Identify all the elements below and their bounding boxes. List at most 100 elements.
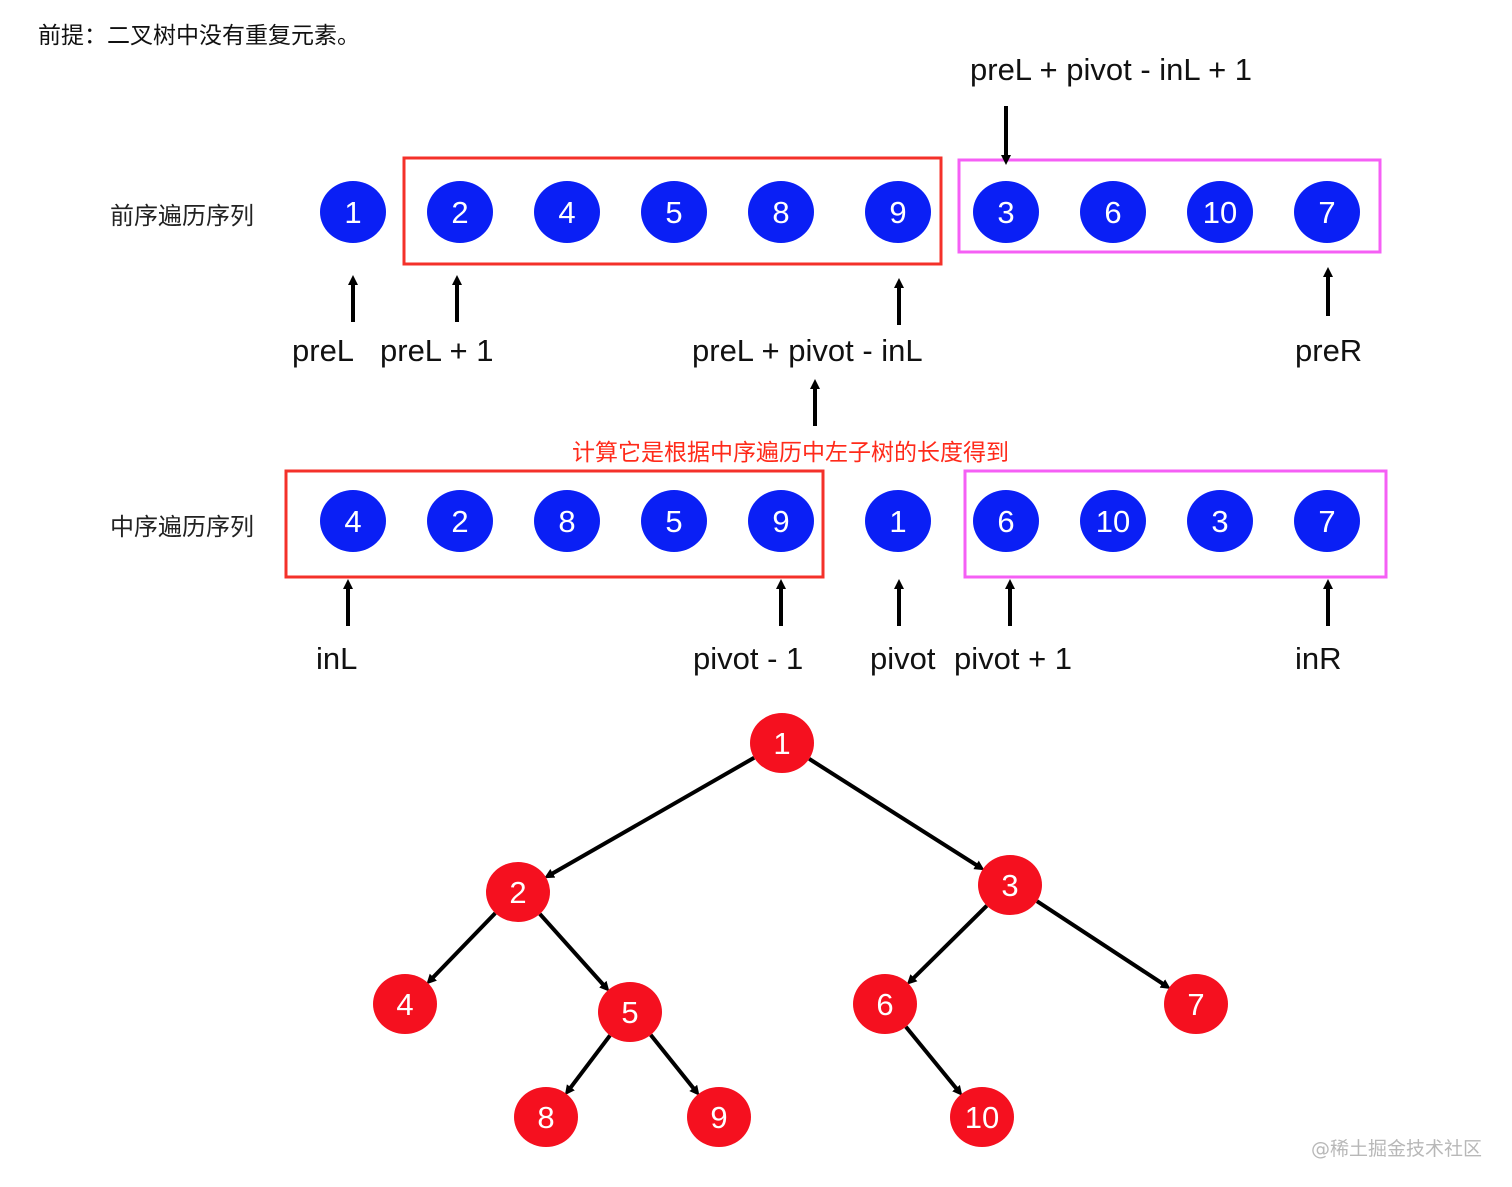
tree-node-5: 5 [598, 982, 662, 1042]
preorder-node-left: 8 [748, 181, 814, 243]
node-value: 8 [558, 504, 575, 539]
inorder-right-subtree-box [963, 469, 1388, 579]
tree-node-circle [598, 982, 662, 1042]
premise-text: 前提：二叉树中没有重复元素。 [38, 23, 360, 49]
preorder-label: 前序遍历序列 [110, 202, 254, 230]
tree-node-1: 1 [750, 713, 814, 773]
preorder-node-right: 6 [1080, 181, 1146, 243]
tree-node-4: 4 [373, 974, 437, 1034]
node-value: 8 [772, 195, 789, 230]
tree-node-circle [853, 974, 917, 1034]
node-value: 10 [1096, 504, 1130, 539]
node-circle [748, 490, 814, 552]
tree-node-value: 1 [773, 726, 790, 761]
node-value: 5 [665, 195, 682, 230]
preorder-node-right: 10 [1187, 181, 1253, 243]
node-value: 6 [997, 504, 1014, 539]
tree-node-value: 2 [509, 875, 526, 910]
pointer-right-start: preL + pivot - inL + 1 [970, 52, 1252, 87]
tree-edges [426, 756, 1171, 1096]
node-circle [865, 181, 931, 243]
tree-node-value: 7 [1187, 987, 1204, 1022]
preorder-node-left: 2 [427, 181, 493, 243]
inorder-node-left: 4 [320, 490, 386, 552]
tree-node-7: 7 [1164, 974, 1228, 1034]
tree-node-6: 6 [853, 974, 917, 1034]
tree-edge-5-8 [564, 1034, 612, 1096]
node-circle [1080, 490, 1146, 552]
pointer-preL: preL [292, 333, 354, 368]
tree-edge-1-2 [544, 756, 756, 879]
node-circle [534, 490, 600, 552]
preorder-left-subtree-box [402, 156, 943, 266]
node-circle [320, 490, 386, 552]
inorder-node-left: 2 [427, 490, 493, 552]
tree-node-circle [1164, 974, 1228, 1034]
inorder-node-left: 9 [748, 490, 814, 552]
preorder-right-subtree-box [957, 158, 1382, 254]
tree-edge-3-6 [906, 904, 989, 985]
node-circle [427, 181, 493, 243]
tree-node-2: 2 [486, 862, 550, 922]
node-circle [1294, 181, 1360, 243]
tree-edge-3-7 [1035, 899, 1171, 989]
tree-node-circle [687, 1087, 751, 1147]
node-value: 1 [344, 195, 361, 230]
preorder-node-right: 3 [973, 181, 1039, 243]
pointer-pivot-plus-1: pivot + 1 [954, 641, 1072, 676]
tree-node-10: 10 [950, 1087, 1014, 1147]
node-value: 5 [665, 504, 682, 539]
tree-node-circle [750, 713, 814, 773]
preorder-node-left: 9 [865, 181, 931, 243]
tree-node-9: 9 [687, 1087, 751, 1147]
pointer-pivot-minus-1: pivot - 1 [693, 641, 803, 676]
node-circle [534, 181, 600, 243]
inorder-node-right: 10 [1080, 490, 1146, 552]
node-circle [1187, 181, 1253, 243]
inorder-node-root: 1 [865, 490, 931, 552]
preorder-node-left: 4 [534, 181, 600, 243]
node-value: 2 [451, 195, 468, 230]
inorder-node-left: 5 [641, 490, 707, 552]
node-circle [320, 181, 386, 243]
pointer-inR: inR [1295, 641, 1342, 676]
node-value: 6 [1104, 195, 1121, 230]
node-value: 3 [997, 195, 1014, 230]
inorder-node-left: 8 [534, 490, 600, 552]
tree-node-3: 3 [978, 855, 1042, 915]
tree-node-circle [514, 1087, 578, 1147]
node-value: 10 [1203, 195, 1237, 230]
tree-node-value: 5 [621, 995, 638, 1030]
pointer-preR: preR [1295, 333, 1362, 368]
tree-nodes: 1 2 3 4 5 6 7 8 9 10 [373, 713, 1228, 1147]
tree-node-value: 10 [965, 1100, 999, 1135]
tree-node-value: 9 [710, 1100, 727, 1135]
tree-edge-5-9 [649, 1033, 700, 1096]
tree-edge-6-10 [904, 1025, 963, 1096]
computation-note: 计算它是根据中序遍历中左子树的长度得到 [572, 440, 1009, 466]
node-circle [427, 490, 493, 552]
pointer-pivot: pivot [870, 641, 936, 676]
pointer-preL-plus-1: preL + 1 [380, 333, 493, 368]
tree-node-circle [950, 1087, 1014, 1147]
inorder-left-subtree-box [284, 469, 825, 579]
pointer-inL: inL [316, 641, 357, 676]
node-circle [641, 181, 707, 243]
inorder-node-right: 3 [1187, 490, 1253, 552]
node-value: 9 [889, 195, 906, 230]
node-value: 1 [889, 504, 906, 539]
tree-edge-1-3 [808, 757, 985, 871]
tree-node-circle [978, 855, 1042, 915]
node-value: 7 [1318, 195, 1335, 230]
node-value: 9 [772, 504, 789, 539]
node-circle [973, 490, 1039, 552]
tree-node-value: 8 [537, 1100, 554, 1135]
node-circle [1187, 490, 1253, 552]
node-circle [973, 181, 1039, 243]
tree-node-8: 8 [514, 1087, 578, 1147]
node-circle [865, 490, 931, 552]
preorder-node-left: 5 [641, 181, 707, 243]
node-value: 7 [1318, 504, 1335, 539]
